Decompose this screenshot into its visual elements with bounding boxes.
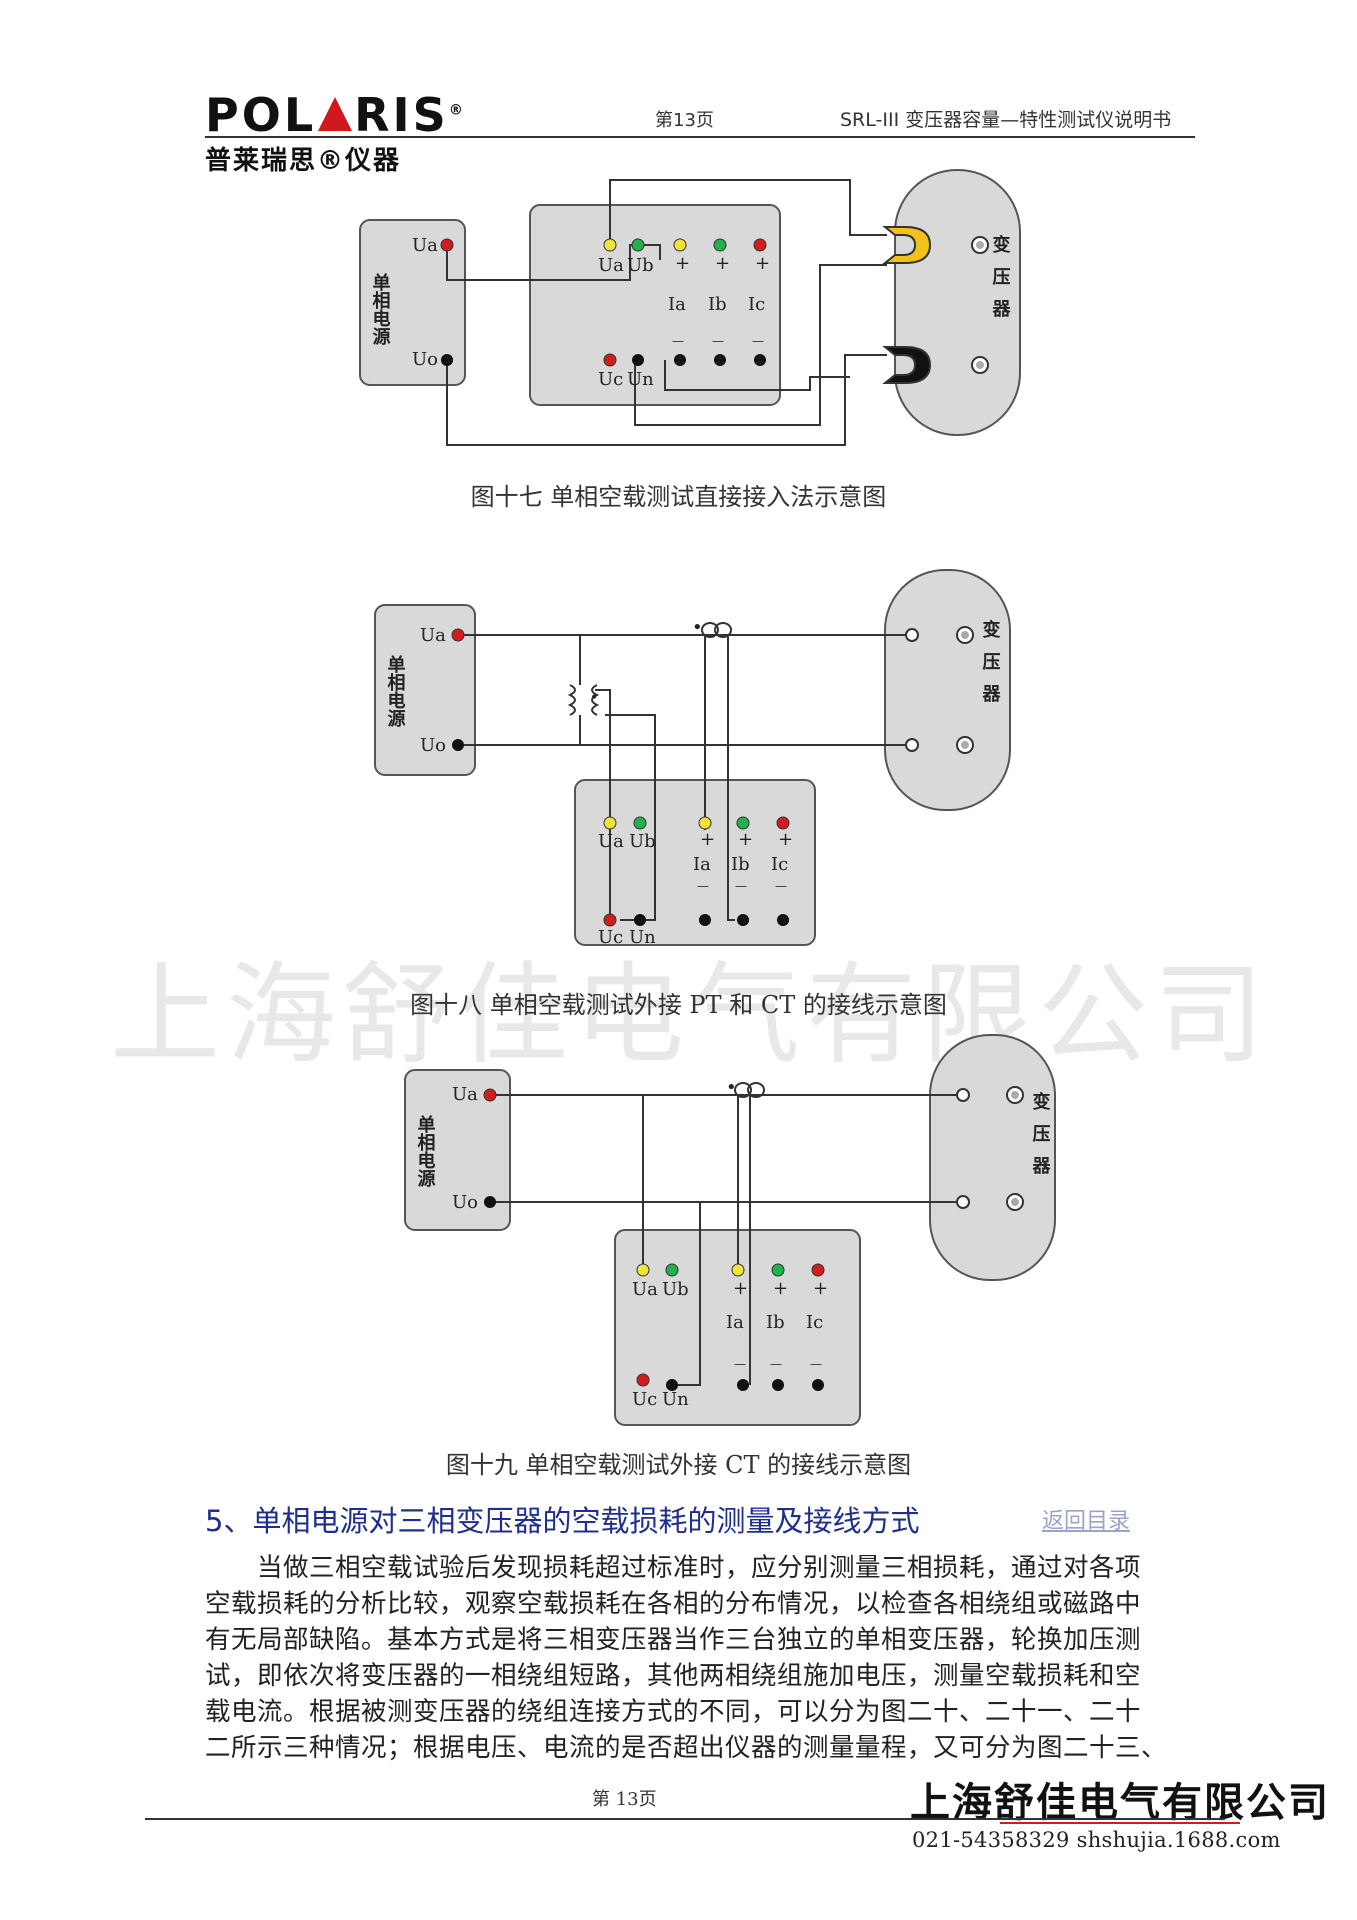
svg-text:变压器: 变压器 bbox=[980, 619, 1002, 716]
svg-text:变压器: 变压器 bbox=[990, 234, 1012, 331]
svg-text:单相电源: 单相电源 bbox=[385, 654, 406, 728]
svg-text:Un: Un bbox=[627, 369, 654, 390]
svg-text:Ua: Ua bbox=[452, 1084, 478, 1105]
figure-17-caption: 图十七 单相空载测试直接接入法示意图 bbox=[470, 483, 887, 511]
svg-text:•: • bbox=[590, 690, 598, 706]
figure-17-diagram: Ua Uo 单相电源 Ua Ub + + + Ia Ib Ic — — — Uc… bbox=[359, 169, 1021, 446]
svg-text:Uc: Uc bbox=[598, 927, 623, 948]
figure-18-diagram: Ua Uo 单相电源 Ua Ub + + + Ia Ib Ic — — — Uc… bbox=[374, 569, 1011, 948]
svg-text:Ic: Ic bbox=[806, 1312, 823, 1333]
svg-text:Ua: Ua bbox=[632, 1279, 658, 1300]
logo-registered-mark: ® bbox=[448, 102, 466, 119]
svg-text:单相电源: 单相电源 bbox=[415, 1114, 436, 1188]
svg-text:Ub: Ub bbox=[662, 1279, 689, 1300]
figure-18-caption: 图十八 单相空载测试外接 PT 和 CT 的接线示意图 bbox=[410, 991, 947, 1019]
paragraph-line: 空载损耗的分析比较，观察空载损耗在各相的分布情况，以检查各相绕组或磁路中 bbox=[205, 1589, 1142, 1619]
header-divider bbox=[205, 136, 1195, 138]
svg-text:+: + bbox=[700, 829, 715, 850]
svg-text:Ib: Ib bbox=[708, 294, 727, 315]
svg-text:Uo: Uo bbox=[452, 1192, 478, 1213]
svg-text:+: + bbox=[755, 253, 770, 274]
paragraph-line: 二所示三种情况；根据电压、电流的是否超出仪器的测量量程，又可分为图二十三、 bbox=[205, 1733, 1168, 1763]
header-doc-title: SRL-III 变压器容量—特性测试仪说明书 bbox=[840, 109, 1172, 131]
svg-text:—: — bbox=[712, 334, 724, 348]
svg-text:Ub: Ub bbox=[627, 255, 654, 276]
section-heading: 5、单相电源对三相变压器的空载损耗的测量及接线方式 bbox=[205, 1504, 920, 1538]
svg-text:+: + bbox=[773, 1278, 788, 1299]
svg-text:+: + bbox=[675, 253, 690, 274]
footer-divider bbox=[145, 1818, 1225, 1820]
svg-text:Ib: Ib bbox=[731, 854, 750, 875]
logo-text-left: POL bbox=[205, 88, 317, 142]
svg-text:Ia: Ia bbox=[668, 294, 686, 315]
svg-text:•: • bbox=[692, 617, 703, 638]
svg-text:Un: Un bbox=[629, 927, 656, 948]
svg-text:Ia: Ia bbox=[726, 1312, 744, 1333]
section-paragraph: 当做三相空载试验后发现损耗超过标准时，应分别测量三相损耗，通过对各项 空载损耗的… bbox=[205, 1550, 1195, 1766]
figure-19-caption: 图十九 单相空载测试外接 CT 的接线示意图 bbox=[445, 1451, 912, 1479]
svg-text:Ib: Ib bbox=[766, 1312, 785, 1333]
svg-text:Un: Un bbox=[662, 1389, 689, 1410]
paragraph-line: 有无局部缺陷。基本方式是将三相变压器当作三台独立的单相变压器，轮换加压测 bbox=[205, 1625, 1142, 1655]
footer-page-number: 第 13页 bbox=[592, 1789, 657, 1810]
svg-text:Uo: Uo bbox=[420, 735, 446, 756]
svg-text:•: • bbox=[726, 1077, 737, 1098]
svg-text:Ub: Ub bbox=[629, 831, 656, 852]
svg-text:Uc: Uc bbox=[632, 1389, 657, 1410]
figure-19-diagram: Ua Uo 单相电源 Ua Ub + + + Ia Ib Ic — — — Uc… bbox=[404, 1034, 1056, 1426]
svg-text:+: + bbox=[733, 1278, 748, 1299]
svg-text:Ua: Ua bbox=[598, 831, 624, 852]
svg-text:Ia: Ia bbox=[693, 854, 711, 875]
paragraph-line: 载电流。根据被测变压器的绕组连接方式的不同，可以分为图二十、二十一、二十 bbox=[205, 1697, 1142, 1727]
svg-text:+: + bbox=[778, 829, 793, 850]
company-signature-underline bbox=[1000, 1822, 1240, 1824]
svg-text:—: — bbox=[735, 879, 747, 893]
svg-text:+: + bbox=[738, 829, 753, 850]
svg-text:Ua: Ua bbox=[412, 235, 438, 256]
svg-text:Ua: Ua bbox=[420, 625, 446, 646]
svg-text:Ic: Ic bbox=[748, 294, 765, 315]
svg-text:—: — bbox=[752, 334, 764, 348]
logo-triangle-icon bbox=[318, 97, 353, 131]
svg-text:+: + bbox=[813, 1278, 828, 1299]
logo-subtitle: 普莱瑞思®仪器 bbox=[205, 146, 402, 176]
svg-text:+: + bbox=[715, 253, 730, 274]
logo-text-right: RIS bbox=[354, 88, 449, 142]
svg-text:Ua: Ua bbox=[598, 255, 624, 276]
company-contact: 021-54358329 shshujia.1688.com bbox=[912, 1828, 1281, 1852]
back-to-toc-link[interactable]: 返回目录 bbox=[1042, 1509, 1131, 1534]
svg-text:Ic: Ic bbox=[771, 854, 788, 875]
svg-text:—: — bbox=[734, 1357, 746, 1371]
paragraph-line: 当做三相空载试验后发现损耗超过标准时，应分别测量三相损耗，通过对各项 bbox=[257, 1553, 1142, 1583]
svg-text:Uc: Uc bbox=[598, 369, 623, 390]
svg-text:—: — bbox=[697, 879, 709, 893]
svg-text:—: — bbox=[770, 1357, 782, 1371]
paragraph-line: 试，即依次将变压器的一相绕组短路，其他两相绕组施加电压，测量空载损耗和空 bbox=[205, 1661, 1142, 1691]
svg-text:—: — bbox=[775, 879, 787, 893]
svg-text:变压器: 变压器 bbox=[1030, 1091, 1052, 1188]
svg-text:Uo: Uo bbox=[412, 349, 438, 370]
svg-text:—: — bbox=[672, 334, 684, 348]
svg-text:—: — bbox=[810, 1357, 822, 1371]
svg-text:单相电源: 单相电源 bbox=[370, 272, 391, 346]
header-page-number: 第13页 bbox=[655, 110, 714, 131]
